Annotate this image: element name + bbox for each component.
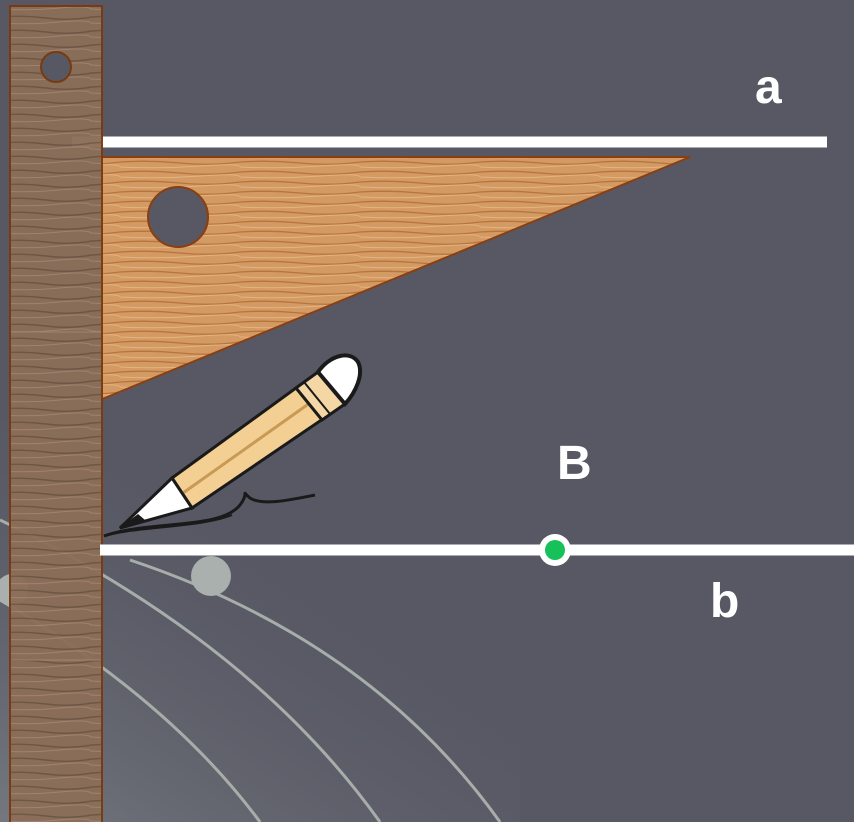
line-a-label: a <box>755 61 782 114</box>
point-B[interactable] <box>545 540 565 560</box>
point-B-label: B <box>557 437 592 490</box>
pencil-icon <box>103 353 363 538</box>
ruler[interactable] <box>9 5 103 822</box>
ruler-hole <box>40 51 72 83</box>
set-square[interactable] <box>99 156 691 402</box>
set-square-hole <box>147 186 209 248</box>
decorative-dot <box>191 556 231 596</box>
line-b-label: b <box>710 575 740 628</box>
